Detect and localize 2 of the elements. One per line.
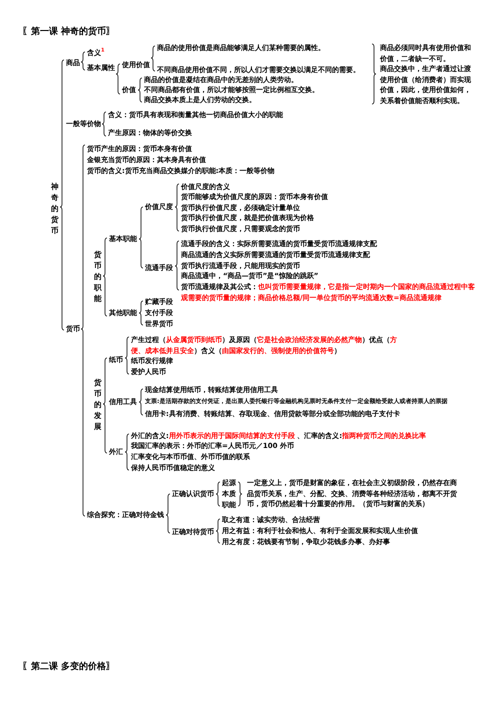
lesson-heading: 〖第二课 多变的价格〗 bbox=[22, 661, 116, 673]
lesson-heading: 〖第一课 神奇的货币〗 bbox=[22, 26, 116, 38]
